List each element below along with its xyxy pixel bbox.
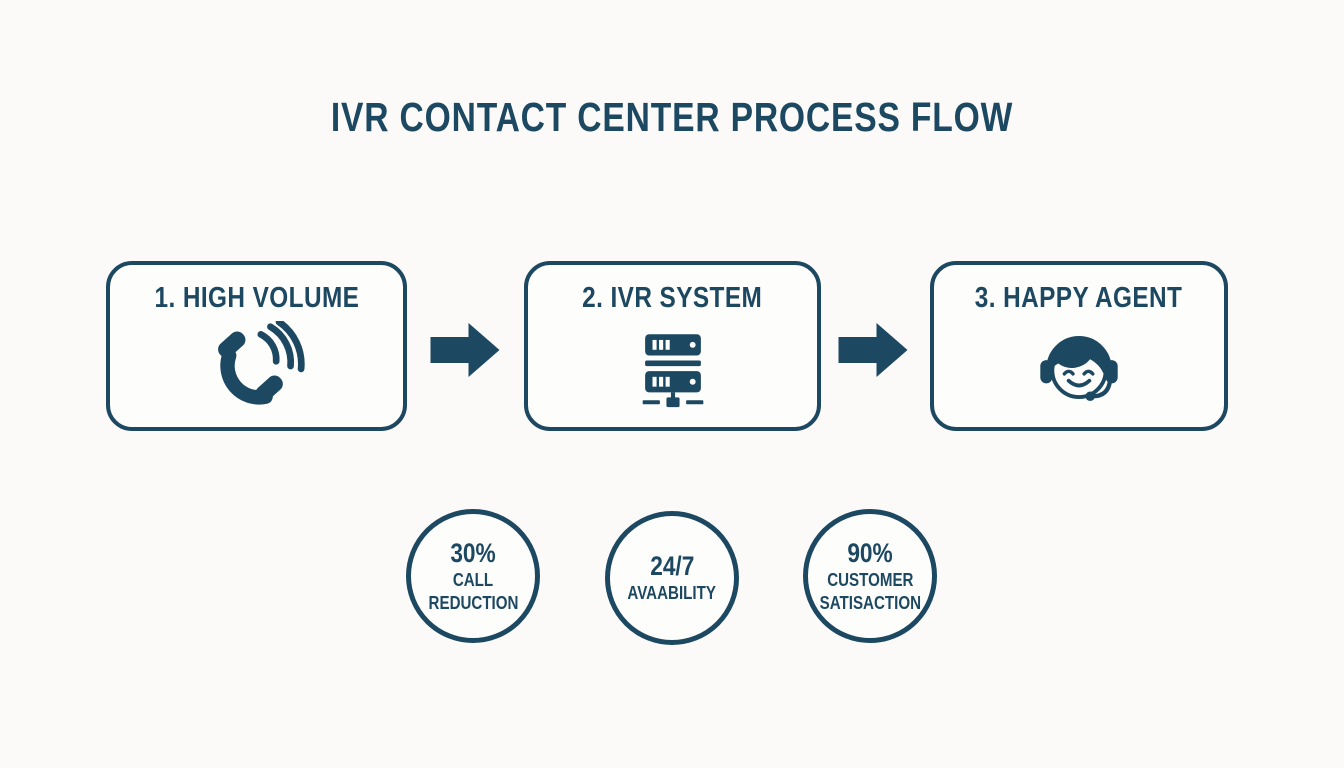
step-box-happy-agent: 3. HAPPY AGENT [930,261,1228,431]
page-title: IVR CONTACT CENTER PROCESS FLOW [330,94,1014,140]
step-label: 2. IVR SYSTEM [582,282,763,314]
stat-circle-call-reduction: 30% CALL REDUCTION [406,509,540,643]
step-box-high-volume: 1. HIGH VOLUME [106,261,407,431]
stat-value: 30% [450,537,496,568]
ringing-phone-icon [206,315,308,427]
stat-label-line: SATISACTION [819,592,921,613]
stat-value: 90% [847,537,893,568]
stat-label-line: CUSTOMER [826,570,914,591]
stat-circle-customer-satisfaction: 90% CUSTOMER SATISACTION [803,509,937,643]
stat-value: 24/7 [649,551,695,582]
support-agent-icon [1033,315,1125,427]
step-label: 3. HAPPY AGENT [975,282,1183,314]
arrow-right-icon [430,322,501,378]
stat-label-line: AVAABILITY [627,583,717,604]
stat-label-line: REDUCTION [428,592,518,613]
server-rack-icon [632,315,714,427]
arrow-right-icon [838,322,909,378]
stat-label-line: CALL [452,570,494,591]
stat-circle-availability: 24/7 AVAABILITY [605,511,739,645]
step-label: 1. HIGH VOLUME [154,282,359,314]
step-box-ivr-system: 2. IVR SYSTEM [524,261,821,431]
